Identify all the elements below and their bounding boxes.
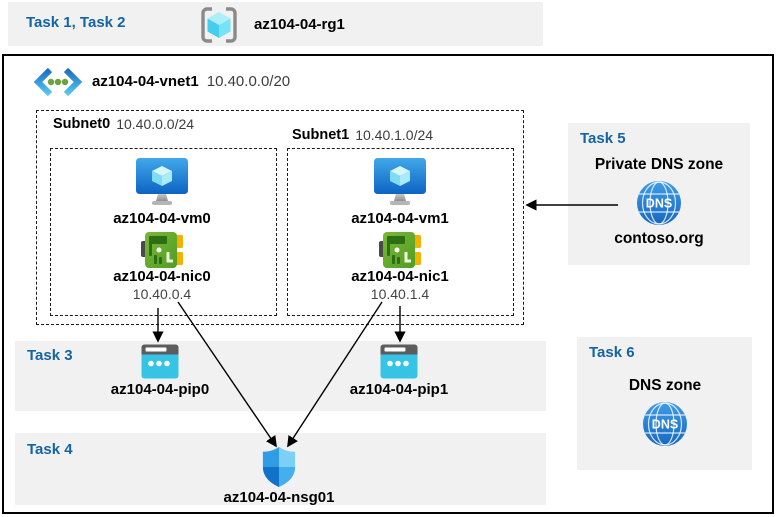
nsg-label: az104-04-nsg01 — [223, 489, 335, 506]
dns-icon-text: DNS — [646, 197, 672, 211]
task5-title: Private DNS zone — [594, 156, 724, 173]
subnet1-header: Subnet1 10.40.1.0/24 — [292, 127, 433, 143]
vm0-icon — [135, 157, 189, 207]
vnet-cidr: 10.40.0.0/20 — [206, 73, 291, 90]
resource-group-name: az104-04-rg1 — [254, 16, 345, 33]
task6-box: Task 6 DNS zone DNS — [577, 337, 752, 470]
task5-zone-name: contoso.org — [614, 230, 704, 247]
pip0-icon — [141, 344, 179, 379]
nic1-ip: 10.40.1.4 — [370, 286, 430, 302]
resource-group-icon — [200, 7, 238, 43]
subnet0-box — [50, 148, 277, 316]
nsg-icon — [260, 446, 298, 488]
pip1-label: az104-04-pip1 — [349, 381, 449, 398]
nic1-label: az104-04-nic1 — [351, 268, 449, 285]
vm1-icon — [373, 157, 427, 207]
task6-label: Task 6 — [589, 344, 635, 361]
vnet-name: az104-04-vnet1 — [92, 73, 199, 90]
task3-label: Task 3 — [27, 347, 73, 364]
nic1-icon — [379, 231, 421, 269]
subnet1-name: Subnet1 — [292, 127, 350, 143]
task1-2-banner: Task 1, Task 2 az104-04-rg1 — [8, 2, 543, 46]
nic0-icon — [141, 231, 183, 269]
private-dns-zone-icon: DNS — [636, 180, 682, 226]
subnets-dashed-box — [36, 110, 524, 325]
subnet1-cidr: 10.40.1.0/24 — [355, 127, 434, 143]
nic0-ip: 10.40.0.4 — [132, 286, 192, 302]
virtual-network-icon — [34, 67, 82, 97]
task6-title: DNS zone — [628, 377, 702, 394]
dns-zone-icon: DNS — [642, 401, 688, 447]
vnet-header: az104-04-vnet1 10.40.0.0/20 — [92, 73, 290, 90]
task5-label: Task 5 — [580, 130, 626, 147]
task4-label: Task 4 — [27, 441, 73, 458]
pip1-icon — [380, 344, 418, 379]
nic0-label: az104-04-nic0 — [113, 268, 211, 285]
task5-box: Task 5 Private DNS zone DNS contoso.org — [568, 123, 750, 265]
vm1-label: az104-04-vm1 — [351, 210, 449, 227]
dns-icon-text: DNS — [652, 418, 678, 432]
pip0-label: az104-04-pip0 — [110, 381, 210, 398]
subnet0-name: Subnet0 — [53, 116, 111, 132]
subnet0-header: Subnet0 10.40.0.0/24 — [53, 116, 194, 132]
vm0-label: az104-04-vm0 — [113, 210, 211, 227]
subnet0-cidr: 10.40.0.0/24 — [116, 116, 195, 132]
task1-2-label: Task 1, Task 2 — [26, 14, 126, 31]
task3-band — [15, 341, 546, 411]
